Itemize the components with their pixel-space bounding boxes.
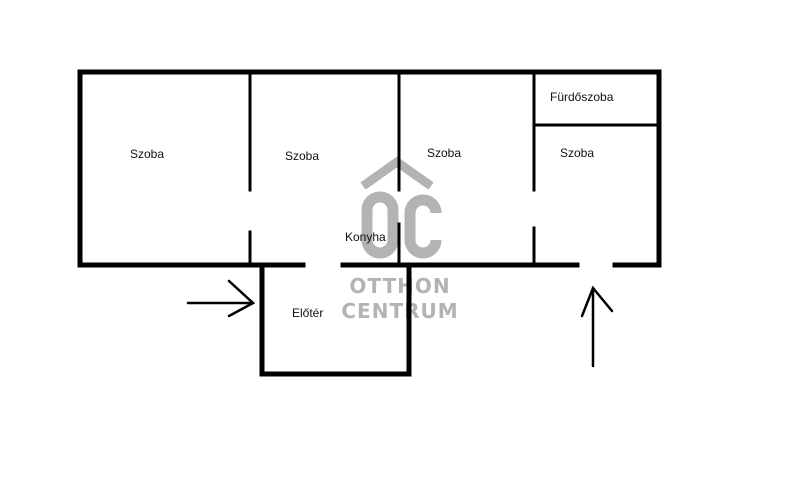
- room-label-szoba-2: Szoba: [285, 149, 319, 163]
- watermark-o-letter: [361, 191, 399, 259]
- room-label-kitchen: Konyha: [345, 230, 386, 244]
- watermark-logo: [360, 156, 442, 259]
- watermark-line1: OTTHON: [349, 274, 450, 298]
- watermark-line2: CENTRUM: [341, 299, 458, 323]
- room-label-szoba-3: Szoba: [427, 146, 461, 160]
- watermark-roof-icon: [360, 156, 434, 190]
- entrance-arrow-right-icon: [186, 279, 256, 318]
- room-label-szoba-4: Szoba: [560, 146, 594, 160]
- watermark-c-letter: [404, 194, 442, 259]
- room-label-bathroom: Fürdőszoba: [550, 90, 614, 104]
- room-label-hall: Előtér: [292, 306, 323, 320]
- room-label-szoba-1: Szoba: [130, 147, 164, 161]
- entrance-arrow-up-icon: [580, 285, 614, 368]
